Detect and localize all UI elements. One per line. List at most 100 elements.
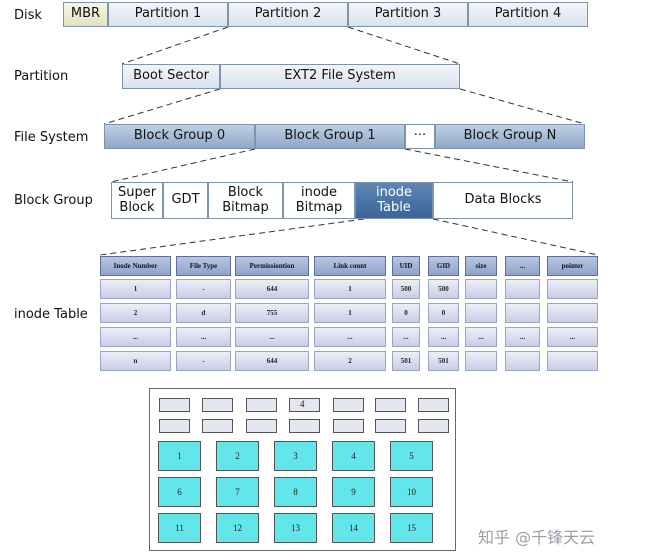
mbr-box: MBR — [63, 2, 108, 27]
zoom-line-table-right — [432, 218, 599, 256]
table-cell: 1 — [314, 279, 386, 299]
data-block-5: 5 — [390, 441, 433, 471]
data-blocks-box: Data Blocks — [433, 182, 573, 219]
small-block — [375, 419, 406, 433]
small-block — [202, 419, 233, 433]
data-block-13: 13 — [274, 513, 317, 543]
level-label-partition: Partition — [14, 69, 69, 84]
zoom-line-bg-left — [110, 148, 256, 183]
partition-2-box: Partition 2 — [228, 2, 348, 27]
level-label-file-system: File System — [14, 130, 89, 145]
data-block-6: 6 — [158, 477, 201, 507]
table-cell — [465, 303, 497, 323]
inode-bitmap-line2: Bitmap — [295, 199, 343, 215]
gdt-box: GDT — [163, 182, 208, 219]
small-block — [418, 398, 449, 412]
table-header-cell: Link count — [314, 256, 386, 276]
table-header-cell: size — [465, 256, 497, 276]
inode-bitmap-box: inode Bitmap — [283, 182, 355, 219]
block-group-n-box: Block Group N — [435, 124, 585, 149]
inode-table-box: inode Table — [355, 182, 433, 219]
level-label-inode-table: inode Table — [14, 307, 88, 322]
small-block — [246, 398, 277, 412]
data-block-3: 3 — [274, 441, 317, 471]
data-block-10: 10 — [390, 477, 433, 507]
data-block-14: 14 — [332, 513, 375, 543]
super-block-box: Super Block — [111, 182, 163, 219]
table-cell: 501 — [392, 351, 420, 371]
table-cell: 1 — [100, 279, 171, 299]
table-cell: 1 — [314, 303, 386, 323]
data-block-15: 15 — [390, 513, 433, 543]
table-cell: ... — [392, 327, 420, 347]
table-header-cell: File Type — [176, 256, 231, 276]
table-cell: ... — [547, 327, 598, 347]
inode-table-line2: Table — [377, 199, 411, 215]
table-cell: 2 — [314, 351, 386, 371]
small-block — [246, 419, 277, 433]
zoom-line-fs-right — [459, 88, 586, 125]
ellipsis-box: ··· — [405, 124, 435, 149]
small-block — [289, 419, 320, 433]
data-block-11: 11 — [158, 513, 201, 543]
table-cell: 2 — [100, 303, 171, 323]
table-cell: 0 — [428, 303, 459, 323]
zoom-line-fs-left — [103, 88, 221, 125]
partition-3-box: Partition 3 — [348, 2, 468, 27]
table-cell: ... — [176, 327, 231, 347]
table-cell: ... — [505, 327, 540, 347]
block-bitmap-line1: Block — [227, 184, 264, 200]
table-cell — [505, 351, 540, 371]
table-cell: - — [176, 279, 231, 299]
small-block-pointer — [289, 398, 320, 412]
table-cell — [547, 351, 598, 371]
zoom-line-partition-right — [347, 26, 461, 65]
small-block — [375, 398, 406, 412]
partition-4-box: Partition 4 — [468, 2, 588, 27]
block-group-0-box: Block Group 0 — [104, 124, 255, 149]
table-cell — [505, 279, 540, 299]
zoom-line-bg-right — [404, 148, 574, 183]
table-cell — [547, 303, 598, 323]
inode-bitmap-line1: inode — [300, 184, 338, 200]
table-header-cell: UID — [392, 256, 420, 276]
table-header-cell: ... — [505, 256, 540, 276]
table-cell: 501 — [428, 351, 459, 371]
small-block — [159, 398, 190, 412]
table-cell: 755 — [235, 303, 309, 323]
small-block — [333, 398, 364, 412]
data-block-9: 9 — [332, 477, 375, 507]
block-group-1-box: Block Group 1 — [255, 124, 405, 149]
table-cell: 500 — [428, 279, 459, 299]
boot-sector-box: Boot Sector — [122, 64, 220, 89]
pointer-block-label: 4 — [300, 399, 305, 409]
table-cell: ... — [314, 327, 386, 347]
small-block — [202, 398, 233, 412]
small-block — [159, 419, 190, 433]
data-block-2: 2 — [216, 441, 259, 471]
table-cell: 500 — [392, 279, 420, 299]
data-block-1: 1 — [158, 441, 201, 471]
zoom-line-table-left — [99, 218, 365, 256]
data-block-7: 7 — [216, 477, 259, 507]
table-cell — [465, 279, 497, 299]
table-header-cell: Inode Number — [100, 256, 171, 276]
table-cell: 644 — [235, 351, 309, 371]
table-cell: 644 — [235, 279, 309, 299]
watermark: 知乎 @千锋天云 — [478, 528, 596, 547]
super-block-line2: Block — [119, 199, 155, 215]
data-block-12: 12 — [216, 513, 259, 543]
table-header-cell: Permissiontion — [235, 256, 309, 276]
table-cell: ... — [235, 327, 309, 347]
block-bitmap-line2: Bitmap — [222, 199, 269, 215]
inode-table-line1: inode — [375, 184, 413, 200]
table-cell — [547, 279, 598, 299]
zoom-line-partition-left — [121, 26, 229, 65]
table-cell — [465, 351, 497, 371]
table-cell: ... — [100, 327, 171, 347]
table-cell: ... — [465, 327, 497, 347]
small-block — [333, 419, 364, 433]
table-header-cell: pointer — [547, 256, 598, 276]
data-block-4: 4 — [332, 441, 375, 471]
